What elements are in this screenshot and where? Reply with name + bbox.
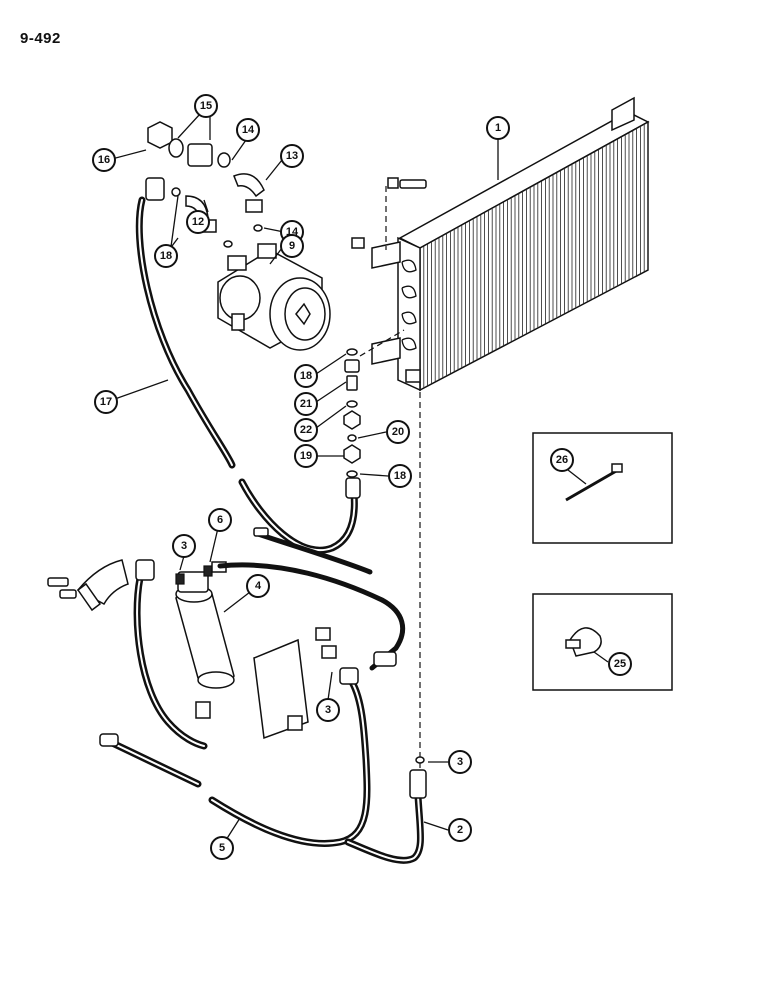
condenser-bolts [351, 177, 427, 249]
mounting-plate [195, 627, 337, 740]
callout-21: 21 [294, 392, 318, 416]
callout-19: 19 [294, 444, 318, 468]
callout-15: 15 [194, 94, 218, 118]
callout-2: 2 [448, 818, 472, 842]
callout-5: 5 [210, 836, 234, 860]
condenser-fins [419, 122, 649, 390]
callout-6: 6 [208, 508, 232, 532]
callout-18a-label: 18 [160, 250, 172, 262]
condenser-tubes [401, 259, 421, 383]
callout-5-label: 5 [219, 842, 225, 854]
fitting-stack [343, 348, 361, 478]
callout-19-label: 19 [300, 450, 312, 462]
suction-hose [99, 667, 371, 847]
compressor [217, 243, 331, 351]
callout-20-label: 20 [392, 426, 404, 438]
callout-12: 12 [186, 210, 210, 234]
callout-18b-label: 18 [300, 370, 312, 382]
callout-14a: 14 [236, 118, 260, 142]
callout-22: 22 [294, 418, 318, 442]
callout-21-label: 21 [300, 398, 312, 410]
callout-3b: 3 [316, 698, 340, 722]
callout-3a: 3 [172, 534, 196, 558]
inset-clamp [532, 593, 673, 691]
callout-15-label: 15 [200, 100, 212, 112]
receiver-drier [175, 561, 235, 689]
callout-25: 25 [608, 652, 632, 676]
callout-2-label: 2 [457, 824, 463, 836]
liquid-lines [133, 527, 406, 750]
callout-3c-label: 3 [457, 756, 463, 768]
callout-14a-label: 14 [242, 124, 255, 136]
callout-18a: 18 [154, 244, 178, 268]
callout-6-label: 6 [217, 514, 223, 526]
callout-20: 20 [386, 420, 410, 444]
callout-9: 9 [280, 234, 304, 258]
callout-3c: 3 [448, 750, 472, 774]
callout-25-label: 25 [614, 658, 626, 670]
callout-3a-label: 3 [181, 540, 187, 552]
callout-17-label: 17 [100, 396, 112, 408]
callout-16: 16 [92, 148, 116, 172]
callout-12-label: 12 [192, 216, 204, 228]
callout-22-label: 22 [300, 424, 312, 436]
callout-18b: 18 [294, 364, 318, 388]
callout-3b-label: 3 [325, 704, 331, 716]
callout-18c: 18 [388, 464, 412, 488]
drier-bracket [47, 559, 129, 612]
callout-17: 17 [94, 390, 118, 414]
dashed-line-fittings [359, 329, 405, 357]
callout-1-label: 1 [495, 122, 501, 134]
callout-1: 1 [486, 116, 510, 140]
leader-lines [107, 113, 609, 841]
callout-4-label: 4 [255, 580, 262, 592]
callout-26-label: 26 [556, 454, 568, 466]
callout-18c-label: 18 [394, 470, 406, 482]
callout-13-label: 13 [286, 150, 298, 162]
callout-13: 13 [280, 144, 304, 168]
callout-9-label: 9 [289, 240, 295, 252]
inset-cable-tie [532, 432, 673, 544]
discharge-hose [135, 177, 361, 554]
condenser-hose [344, 756, 427, 864]
callout-16-label: 16 [98, 154, 110, 166]
callout-26: 26 [550, 448, 574, 472]
callout-4: 4 [246, 574, 270, 598]
page-title: 9-492 [20, 30, 61, 47]
condenser [371, 96, 650, 392]
